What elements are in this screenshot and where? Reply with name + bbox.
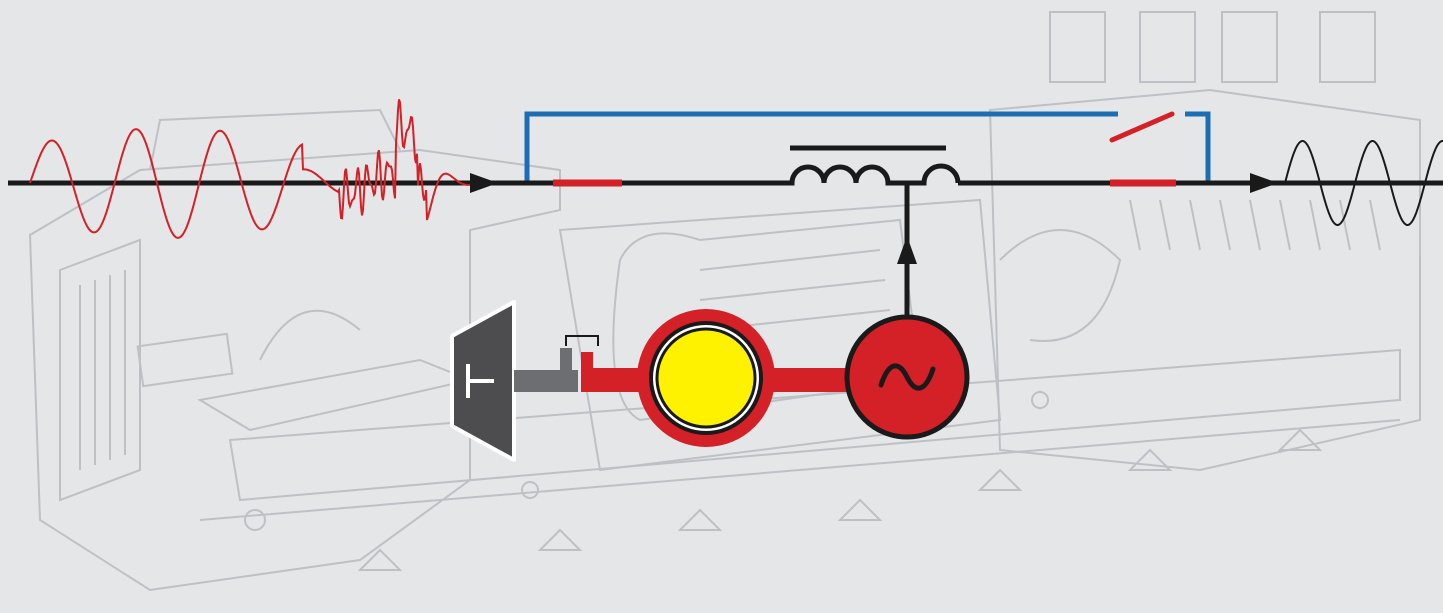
input-arrow-icon — [470, 173, 498, 193]
flywheel-icon — [637, 309, 775, 447]
bypass-line — [524, 111, 1211, 183]
generator-shaft — [768, 368, 850, 392]
clutch-icon — [565, 335, 599, 346]
flywheel-shaft — [581, 368, 643, 392]
bypass-switch-blade — [1109, 111, 1175, 143]
clutch-left-half — [560, 348, 572, 384]
engine-symbol-icon — [466, 364, 494, 398]
choke-coil-icon — [789, 145, 961, 186]
output-clean-waveform — [1284, 140, 1443, 226]
ac-generator-icon — [844, 314, 970, 440]
machine-background-sketch — [28, 11, 1421, 592]
output-arrow-icon — [1250, 173, 1278, 193]
feed-arrow-icon — [897, 236, 917, 264]
input-distorted-waveform — [29, 99, 470, 239]
